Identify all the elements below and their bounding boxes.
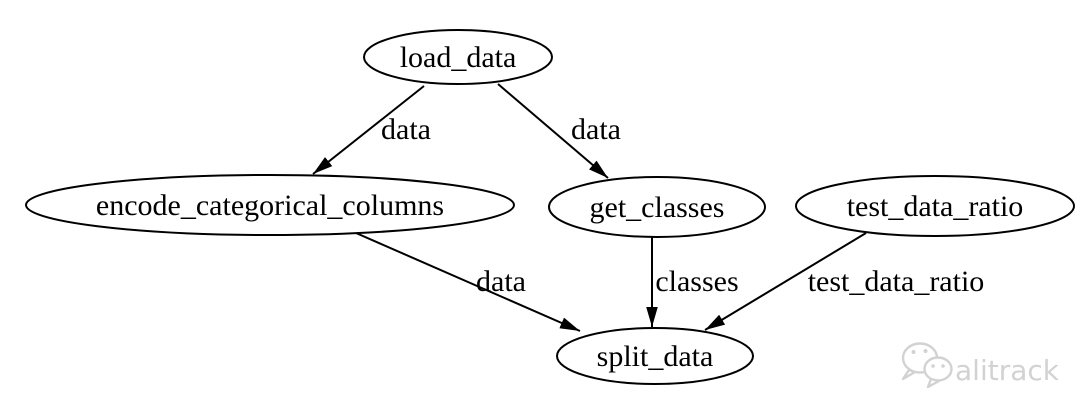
node-label: encode_categorical_columns [96,189,444,222]
wechat-small-bubble [923,356,953,382]
watermark: alitrack [901,342,1060,389]
edge-label: data [571,113,621,146]
node-ellipse [25,174,515,236]
wechat-eye [911,350,916,354]
node-ellipse [363,29,553,85]
node-ellipse [795,175,1075,237]
node-label: split_data [597,340,714,373]
edge-encode-categorical-columns-to-split-data: data [355,232,581,332]
node-test-data-ratio: test_data_ratio [795,175,1075,237]
edge-line [312,85,425,175]
node-load-data: load_data [363,29,553,85]
wechat-eye [931,364,935,368]
node-encode-categorical-columns: encode_categorical_columns [25,174,515,236]
node-label: load_data [400,41,517,74]
watermark-text: alitrack [955,354,1060,387]
wechat-big-bubble-tail [901,368,917,381]
edge-get-classes-to-split-data: classes [646,237,739,327]
edge-test-data-ratio-to-split-data: test_data_ratio [704,232,985,331]
node-get-classes: get_classes [548,176,766,238]
node-ellipse [548,176,766,238]
edge-line [355,232,581,332]
wechat-small-bubble-tail [926,377,941,389]
edge-label: classes [655,265,738,298]
edge-load-data-to-get-classes: data [497,83,621,179]
edge-label: data [476,265,526,298]
node-ellipse [556,327,754,385]
edge-line [497,83,609,179]
node-split-data: split_data [556,327,754,385]
node-label: get_classes [590,191,725,224]
node-label: test_data_ratio [847,190,1024,223]
wechat-eye [941,364,945,368]
edge-load-data-to-encode-categorical-columns: data [312,85,431,175]
wechat-eye [923,349,928,353]
edge-label: test_data_ratio [808,265,985,298]
edge-label: data [381,113,431,146]
wechat-icon [901,342,953,389]
edge-line [704,232,867,331]
